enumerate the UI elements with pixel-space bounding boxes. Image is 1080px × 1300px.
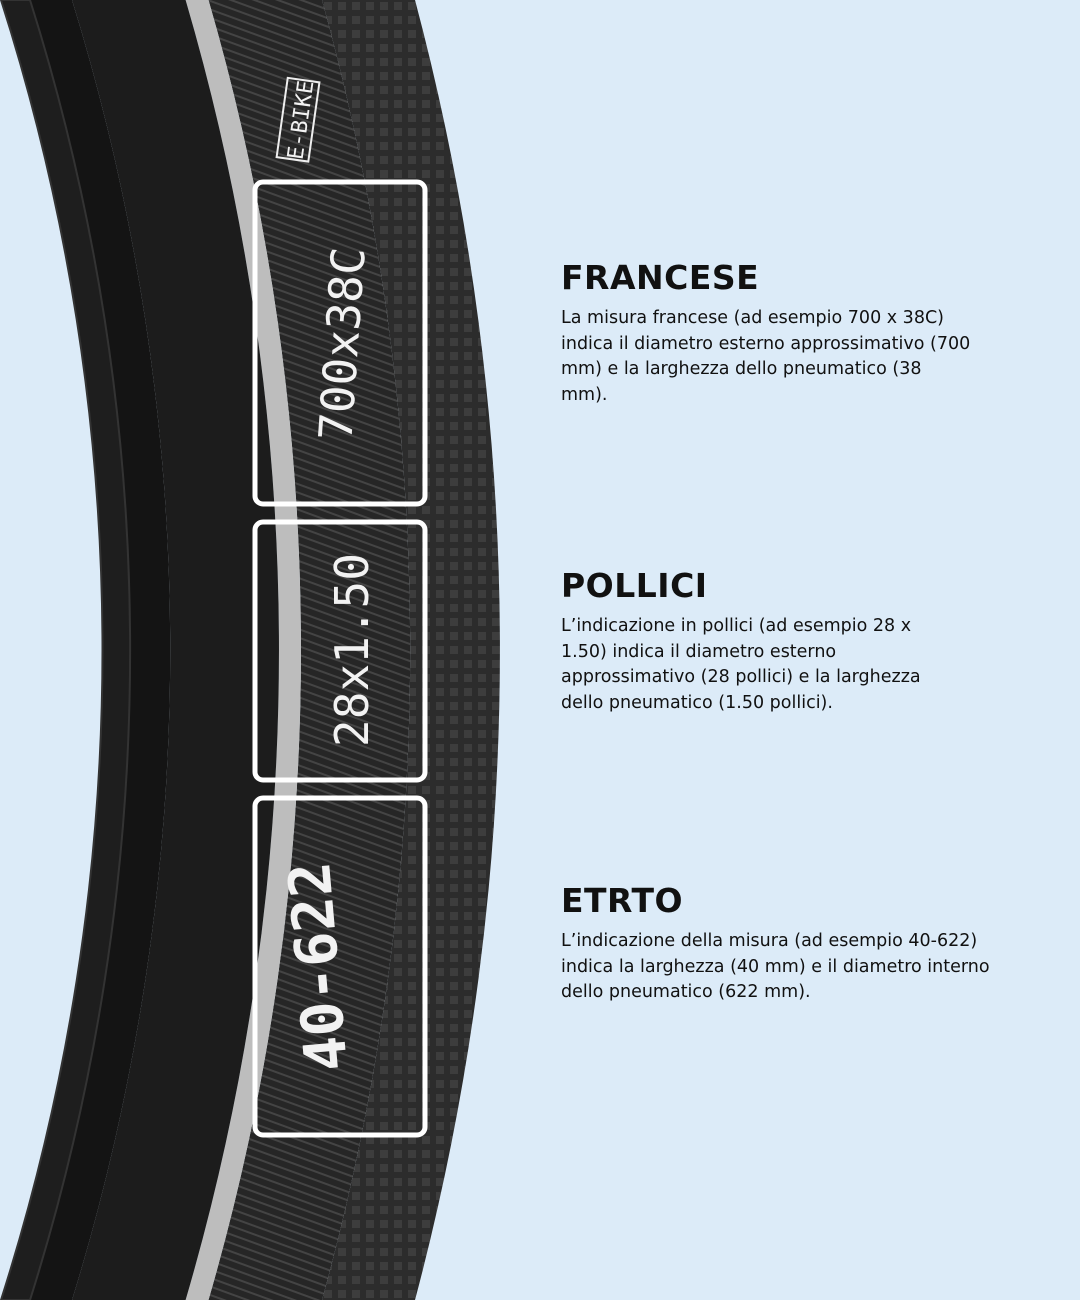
tire-body [0, 0, 500, 1300]
section-title: POLLICI [561, 566, 708, 605]
section-title: FRANCESE [561, 258, 760, 297]
french-marking-box [252, 179, 428, 507]
tire-tread [322, 0, 500, 1300]
section-title: ETRTO [561, 881, 684, 920]
inch-marking-box [252, 519, 428, 783]
section-francese: FRANCESE La misura francese (ad esempio … [561, 258, 1001, 408]
tire-sidewall [208, 0, 411, 1300]
etrto-marking-box [252, 795, 428, 1138]
section-pollici: POLLICI L’indicazione in pollici (ad ese… [561, 566, 1001, 716]
tire-bead [72, 0, 279, 1300]
section-body: L’indicazione della misura (ad esempio 4… [561, 931, 990, 1002]
rim [0, 0, 132, 1300]
french-marking-text: 700x38C [308, 245, 375, 442]
inch-marking-text: 28x1.50 [325, 553, 379, 747]
rim-edge [30, 0, 171, 1300]
section-body: L’indicazione in pollici (ad esempio 28 … [561, 616, 921, 713]
section-body: La misura francese (ad esempio 700 x 38C… [561, 308, 971, 405]
section-etrto: ETRTO L’indicazione della misura (ad ese… [561, 881, 1001, 1006]
reflective-stripe [185, 0, 301, 1300]
